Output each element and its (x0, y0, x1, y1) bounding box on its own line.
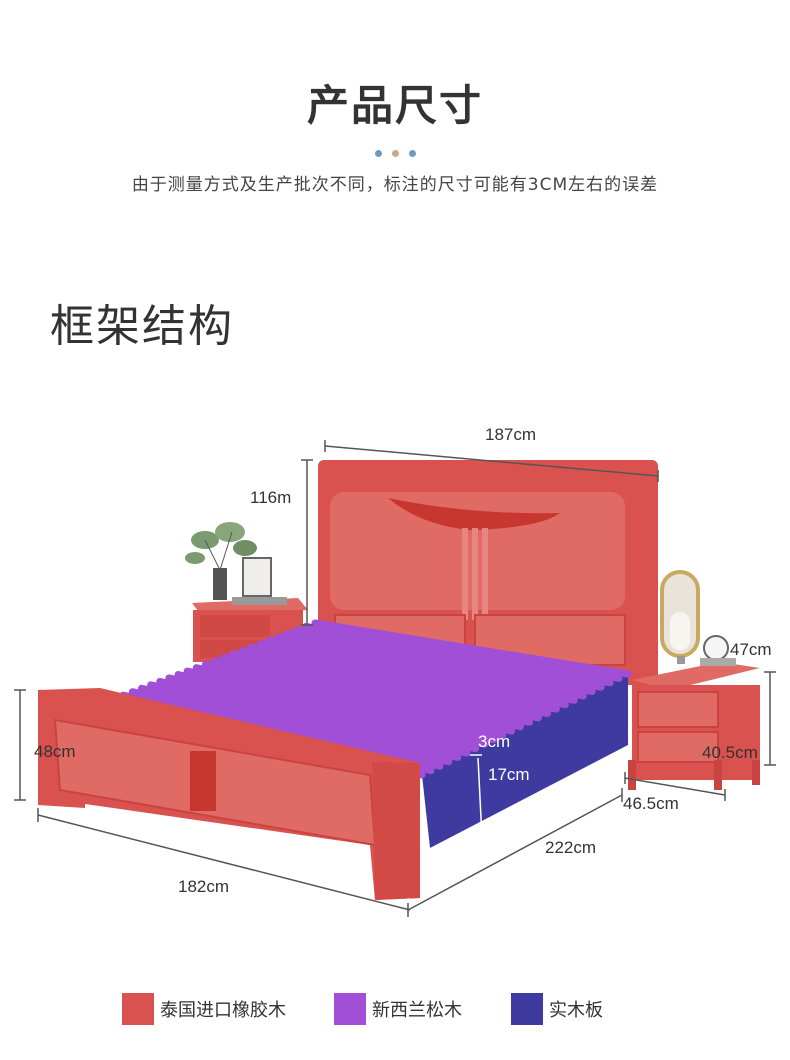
bed-slat (183, 667, 507, 739)
legend-swatch (122, 993, 154, 1025)
title-divider-dots (0, 142, 790, 161)
bed-slat (174, 671, 498, 744)
dim-depth-label: 182cm (178, 877, 229, 896)
bed-slat (247, 643, 569, 709)
bed-slat (156, 677, 480, 753)
bed-slat (256, 640, 578, 704)
dim-footboard-height-label: 48cm (34, 742, 76, 761)
plant-decoration (185, 522, 287, 605)
legend-item-pine: 新西兰松木 (334, 992, 462, 1026)
dim-headboard-height-label: 116m (250, 488, 291, 507)
divider-dot (374, 150, 382, 157)
dim-nightstand-height-label: 47cm (730, 640, 772, 659)
bed-slat (265, 636, 587, 700)
bed-slat (192, 664, 516, 735)
legend-label: 新西兰松木 (372, 1000, 462, 1021)
bed-slat (238, 646, 560, 713)
dim-length-label: 222cm (545, 838, 596, 857)
bed-slat (147, 681, 471, 757)
bed-slat (311, 619, 632, 678)
legend-label: 泰国进口橡胶木 (160, 1000, 286, 1021)
legend-swatch (334, 993, 366, 1025)
legend-label: 实木板 (549, 1000, 603, 1021)
divider-dot (391, 150, 399, 157)
divider-dot (408, 150, 416, 157)
bed-slat (211, 657, 533, 726)
bed-slat (165, 674, 489, 748)
dim-nightstand-depth-label: 40.5cm (702, 743, 758, 762)
bed-diagram: 187cm 116m 48cm 3cm 17cm 222cm 182cm 47c… (14, 425, 776, 917)
lamp-and-clock-decoration (660, 570, 736, 666)
legend-swatch (511, 993, 543, 1025)
bed-slat (220, 653, 542, 722)
legend-item-board: 实木板 (511, 992, 603, 1026)
bed-slat (284, 629, 605, 691)
bed-slat (138, 684, 462, 761)
footboard (38, 688, 420, 900)
dim-nightstand-width-label: 46.5cm (623, 794, 679, 813)
bed-slat (201, 660, 525, 731)
dim-width-label: 187cm (485, 425, 536, 444)
legend-item-rubberwood: 泰国进口橡胶木 (122, 992, 286, 1026)
bed-slat (128, 688, 453, 766)
page-title: 产品尺寸 (306, 81, 483, 130)
bed-slat (274, 633, 596, 696)
right-nightstand (628, 662, 760, 790)
bed-slat (302, 622, 623, 682)
dim-slat-gap-label: 3cm (478, 732, 510, 751)
section-title: 框架结构 (50, 301, 234, 352)
material-legend: 泰国进口橡胶木 新西兰松木 实木板 (0, 992, 790, 1032)
bed-slat (229, 650, 551, 718)
dim-rail-height-label: 17cm (488, 765, 530, 784)
dimension-lines (14, 440, 776, 917)
page-subtitle: 由于测量方式及生产批次不同，标注的尺寸可能有3CM左右的误差 (131, 175, 659, 195)
bed-slat (293, 626, 614, 687)
